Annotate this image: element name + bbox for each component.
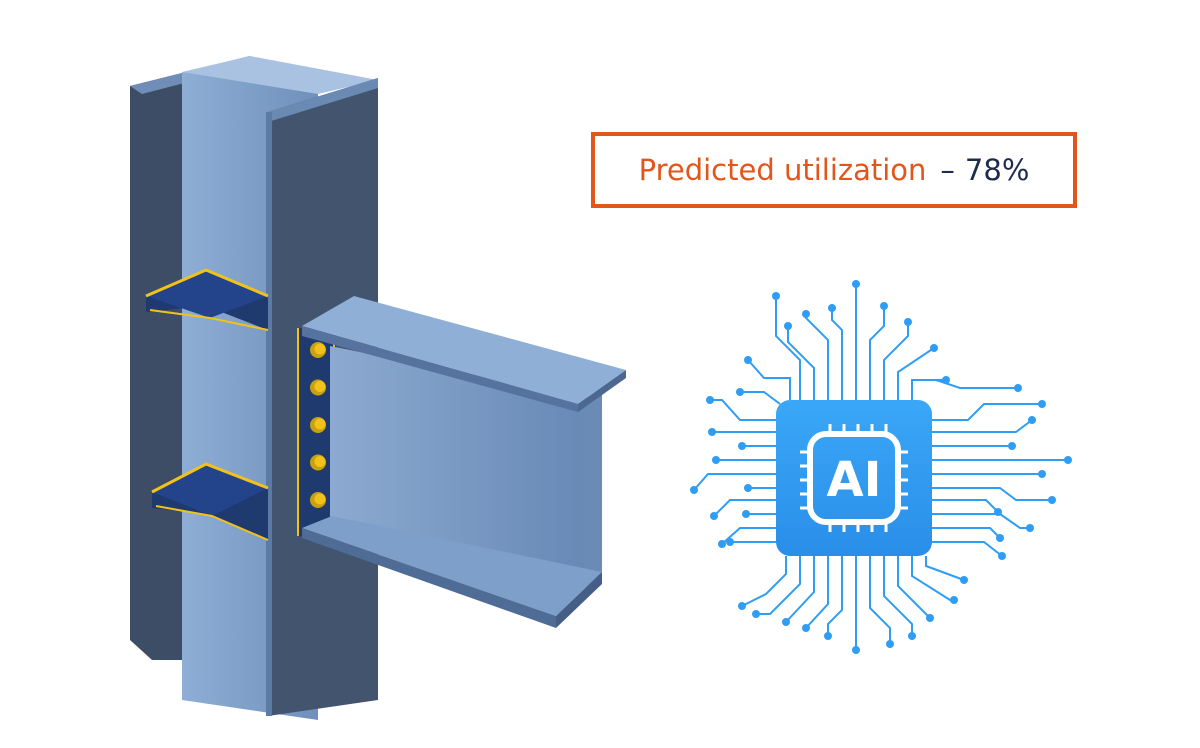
circuit-node: [726, 538, 734, 546]
circuit-node: [772, 292, 780, 300]
circuit-trace: [805, 314, 829, 400]
circuit-node: [886, 640, 894, 648]
circuit-trace: [932, 527, 1001, 539]
circuit-trace: [741, 556, 787, 607]
stiffener-weld-lower: [151, 462, 269, 494]
circuit-trace: [869, 306, 885, 400]
circuit-node: [926, 614, 934, 622]
stiffener-weld-upper: [145, 268, 269, 298]
bolt: [310, 342, 326, 358]
circuit-node: [930, 344, 938, 352]
circuit-node: [802, 624, 810, 632]
ai-chip-circuit-icon: AI: [776, 400, 932, 556]
circuit-node: [942, 376, 950, 384]
circuit-node: [706, 396, 714, 404]
circuit-node: [1008, 442, 1016, 450]
prediction-label: Predicted utilization: [638, 153, 927, 187]
circuit-node: [852, 280, 860, 288]
circuit-node: [1038, 400, 1046, 408]
circuit-trace: [897, 556, 931, 619]
circuit-node: [996, 534, 1004, 542]
circuit-trace: [932, 541, 1003, 557]
circuit-node: [710, 512, 718, 520]
circuit-trace: [932, 487, 1052, 501]
circuit-trace: [785, 556, 815, 623]
circuit-node: [718, 540, 726, 548]
circuit-trace: [710, 399, 776, 421]
circuit-node: [1048, 496, 1056, 504]
beam-web: [330, 346, 602, 580]
circuit-lines: [693, 284, 1068, 650]
ai-chip-label: AI: [826, 452, 881, 508]
circuit-trace: [775, 296, 801, 400]
circuit-node: [690, 486, 698, 494]
circuit-trace: [831, 308, 843, 400]
circuit-node: [802, 310, 810, 318]
beam-top-flange: [302, 296, 626, 404]
circuit-node: [1038, 470, 1046, 478]
circuit-trace: [897, 347, 935, 400]
circuit-node: [998, 552, 1006, 560]
bolt: [310, 417, 326, 433]
circuit-node: [738, 602, 746, 610]
circuit-trace: [869, 556, 891, 644]
bolt: [310, 454, 326, 471]
circuit-trace: [883, 322, 909, 400]
circuit-node: [824, 632, 832, 640]
circuit-trace: [883, 556, 913, 636]
bolt-group: [310, 342, 326, 508]
beam-bottom-flange: [302, 516, 602, 616]
circuit-trace: [932, 419, 1033, 433]
circuit-node: [708, 428, 716, 436]
circuit-trace: [932, 513, 1030, 529]
circuit-node: [744, 356, 752, 364]
circuit-dots: [690, 280, 1072, 654]
circuit-node: [1064, 456, 1072, 464]
circuit-node: [908, 632, 916, 640]
circuit-node: [784, 322, 792, 330]
circuit-node: [994, 508, 1002, 516]
circuit-node: [1026, 524, 1034, 532]
circuit-node: [1028, 416, 1036, 424]
circuit-trace: [693, 473, 776, 491]
circuit-trace: [740, 391, 781, 405]
circuit-trace: [805, 556, 829, 629]
circuit-node: [744, 484, 752, 492]
prediction-separator: –: [940, 153, 955, 187]
circuit-trace: [932, 403, 1042, 421]
circuit-trace: [787, 326, 815, 400]
circuit-node: [1014, 384, 1022, 392]
circuit-node: [742, 510, 750, 518]
circuit-trace: [932, 499, 999, 513]
prediction-result-box: Predicted utilization – 78%: [591, 132, 1077, 208]
circuit-trace: [747, 359, 791, 400]
circuit-node: [782, 618, 790, 626]
upper-stiffener: [145, 268, 269, 331]
bolt: [310, 492, 326, 508]
prediction-value: 78%: [964, 153, 1030, 187]
circuit-node: [712, 456, 720, 464]
circuit-trace: [713, 499, 776, 517]
lower-stiffener: [151, 462, 269, 541]
circuit-node: [828, 304, 836, 312]
circuit-trace: [925, 556, 965, 581]
circuit-trace: [756, 556, 801, 615]
steel-beam: [302, 296, 626, 628]
circuit-trace: [911, 379, 946, 400]
circuit-node: [904, 318, 912, 326]
circuit-node: [880, 302, 888, 310]
circuit-trace: [827, 556, 843, 636]
circuit-node: [852, 646, 860, 654]
circuit-node: [950, 596, 958, 604]
circuit-trace: [911, 556, 954, 601]
circuit-node: [960, 576, 968, 584]
circuit-node: [738, 442, 746, 450]
circuit-node: [752, 610, 760, 618]
bolt: [310, 379, 326, 396]
circuit-node: [736, 388, 744, 396]
